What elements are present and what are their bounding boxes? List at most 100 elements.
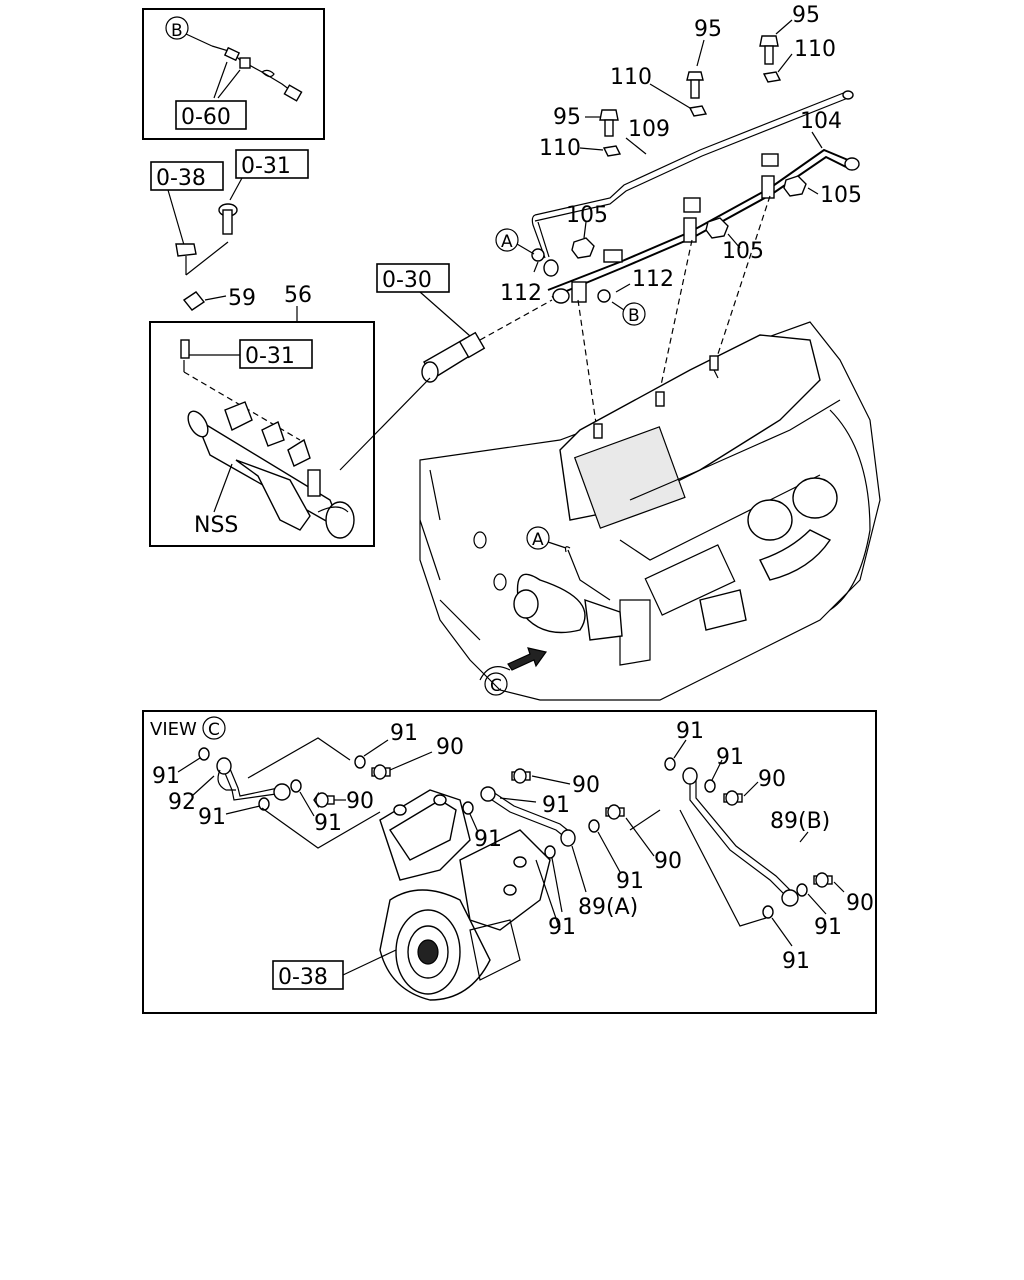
water-pipe-part [187,401,355,539]
bolt-v1 [313,791,335,809]
part-label-105-a: 105 [820,183,862,208]
bolt-95-a [686,71,704,99]
part-label-v91-6: 91 [542,793,570,818]
bracket-4 [683,217,697,243]
ref-box-0-31-top [235,149,309,179]
circle-ref-b-right-label: B [628,306,640,326]
part-label-112-a: 112 [500,281,542,306]
part-label-v90-2: 90 [436,735,464,760]
washer-112-b [597,289,611,303]
part-label-v91-4: 91 [390,721,418,746]
washer-v1 [198,747,210,761]
bolt-v4 [605,804,625,820]
view-c-panel: VIEW C 0-38 [142,710,877,1014]
pipe-assembly-panel: 0-31 NSS [149,321,375,547]
ref-box-0-38-bottom [272,960,344,990]
clip-110-a [688,105,708,117]
part-label-v92: 92 [168,790,196,815]
part-label-v91-10: 91 [716,745,744,770]
washer-v7 [588,819,600,833]
part-label-105-b: 105 [722,239,764,264]
nut-part-038 [175,243,197,257]
part-label-v89a: 89(A) [578,895,638,920]
circle-ref-b-inset [165,16,189,40]
inset-b-panel: B 0-60 [142,8,325,140]
hose-part-030 [421,331,486,383]
part-label-v90-4: 90 [654,849,682,874]
washer-v10 [796,883,808,897]
part-label-95-b: 95 [792,3,820,28]
circle-ref-b-right [622,302,646,326]
ref-box-0-30 [376,263,450,293]
view-c-title: VIEW [150,719,197,740]
washer-v2 [258,797,270,811]
ref-box-0-38-top-label: 0-38 [156,166,206,191]
part-label-105-c: 105 [566,203,608,228]
clip-110-c [602,145,622,157]
ref-box-0-31-mid-label: 0-31 [245,344,295,369]
washer-v11 [762,905,774,919]
ref-box-0-31-mid [239,339,313,369]
sensor-harness-part [211,45,303,102]
air-compressor-part [379,789,551,1001]
part-label-112-b: 112 [632,267,674,292]
pipe-part-104 [547,148,860,298]
part-label-v91-9: 91 [676,719,704,744]
part-label-56: 56 [284,283,312,308]
part-label-v90-5: 90 [758,767,786,792]
part-label-v91-1: 91 [152,764,180,789]
ref-box-0-60-label: 0-60 [181,105,231,130]
circle-ref-b-inset-label: B [171,21,183,41]
pipe-part-89b [682,767,799,907]
ref-box-0-38-bottom-label: 0-38 [278,965,328,990]
part-label-109: 109 [628,117,670,142]
part-label-v91-12: 91 [782,949,810,974]
part-label-v90-1: 90 [346,789,374,814]
washer-v3 [290,779,302,793]
circle-ref-c-engine-label: C [490,676,502,696]
part-label-v90-6: 90 [846,891,874,916]
part-label-nss: NSS [194,513,238,538]
part-label-v89b: 89(B) [770,809,830,834]
circle-ref-a-top [495,228,519,252]
nut-105-a [783,175,807,197]
pipe-part-92 [216,757,291,801]
part-label-v91-8: 91 [616,869,644,894]
bracket-2 [761,153,779,167]
engine-block [419,321,881,701]
bolt-v2 [371,764,391,780]
washer-v8 [664,757,676,771]
part-label-110-b: 110 [794,37,836,62]
part-label-v91-7: 91 [548,915,576,940]
banjo-112-a [543,259,559,277]
circle-ref-c-engine [484,672,508,696]
bracket-6 [571,281,587,303]
pipe-part-89a [480,786,576,847]
ref-box-0-60 [175,100,247,130]
circle-ref-a-engine [526,526,550,550]
bolt-95-b [759,35,779,65]
part-label-110-c: 110 [539,136,581,161]
washer-v6 [544,845,556,859]
bolt-part-031 [218,203,238,235]
part-label-v91-11: 91 [814,915,842,940]
circle-ref-a-engine-label: A [532,530,544,550]
bracket-1 [683,197,701,213]
nut-105-b [705,217,729,239]
circle-ref-a-top-label: A [501,232,513,252]
clip-110-b [762,71,782,83]
part-label-95-a: 95 [694,17,722,42]
bolt-v6 [813,872,833,888]
pipe-part-109 [531,90,854,259]
circle-ref-c-view [202,716,226,740]
part-label-v91-2: 91 [198,805,226,830]
part-label-v90-3: 90 [572,773,600,798]
nut-105-c [571,237,595,259]
part-label-110-a: 110 [610,65,652,90]
bolt-v3 [511,768,531,784]
ref-box-0-30-label: 0-30 [382,268,432,293]
ref-box-0-38-top [150,161,224,191]
cap-part-59 [182,291,206,311]
bolt-v5 [723,790,743,806]
